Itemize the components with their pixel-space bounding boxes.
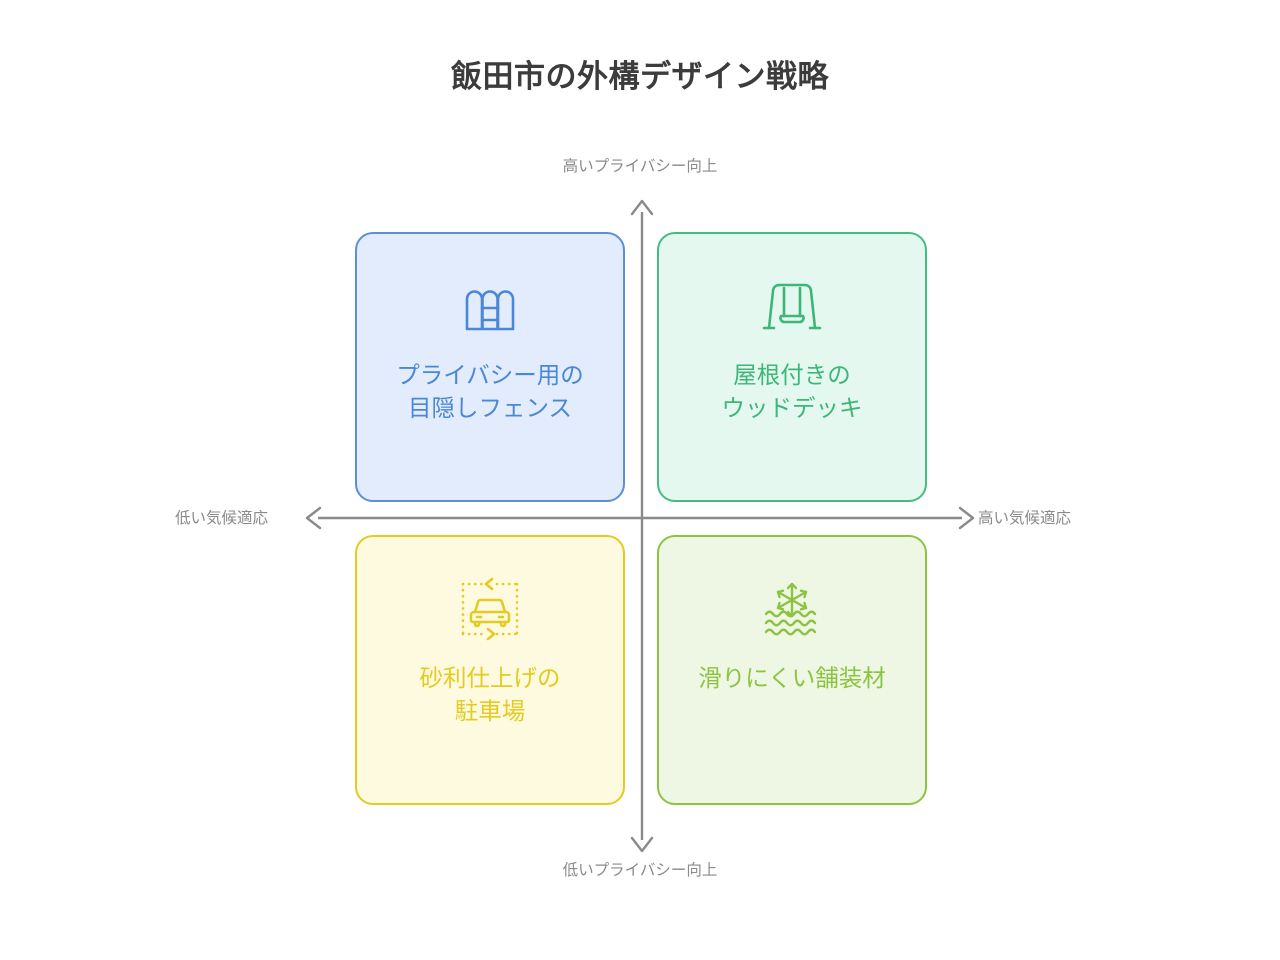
quadrant-card-top-left[interactable]: プライバシー用の 目隠しフェンス [355, 232, 625, 502]
page-title: 飯田市の外構デザイン戦略 [451, 59, 829, 94]
axis-label-y-high: 高いプライバシー向上 [562, 158, 718, 175]
quadrant-label-top-left: プライバシー用の 目隠しフェンス [396, 362, 584, 422]
quadrant-card-bottom-left[interactable]: 砂利仕上げの 駐車場 [355, 535, 625, 805]
axis-label-x-low: 低い気候適応 [175, 510, 269, 527]
quadrant-label-top-right: 屋根付きの ウッドデッキ [721, 362, 863, 422]
axis-label-x-high: 高い気候適応 [978, 510, 1072, 527]
swing-icon [755, 269, 829, 343]
axis-label-y-low: 低いプライバシー向上 [562, 862, 718, 879]
quadrant-label-bottom-right: 滑りにくい舗装材 [698, 665, 886, 691]
snowflake-waves-icon [755, 572, 829, 646]
quadrant-label-bottom-left: 砂利仕上げの 駐車場 [419, 665, 561, 725]
quadrant-card-top-right[interactable]: 屋根付きの ウッドデッキ [657, 232, 927, 502]
fence-icon [453, 269, 527, 343]
parking-car-icon [453, 572, 527, 646]
quadrant-card-bottom-right[interactable]: 滑りにくい舗装材 [657, 535, 927, 805]
